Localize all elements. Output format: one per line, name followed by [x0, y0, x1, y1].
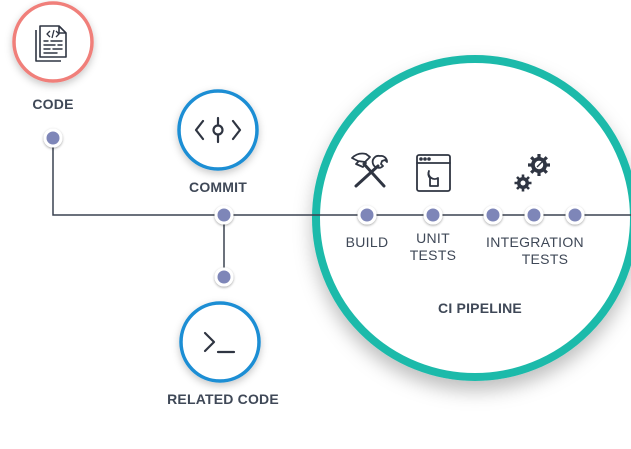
- integration-tests-label: INTEGRATION TESTS: [470, 234, 600, 268]
- commit-icon: [194, 116, 242, 144]
- code-node: [12, 1, 94, 83]
- build-label: BUILD: [345, 234, 389, 250]
- integration-tests-dot-3: [565, 205, 585, 225]
- related-code-dot: [214, 267, 234, 287]
- ci-pipeline-circle: [312, 55, 631, 381]
- integration-tests-label-line1: INTEGRATION: [486, 234, 584, 250]
- commit-dot: [214, 205, 234, 225]
- code-dot: [43, 128, 63, 148]
- integration-tests-dot-2: [524, 205, 544, 225]
- build-dot: [357, 205, 377, 225]
- commit-node: [177, 89, 259, 171]
- unit-tests-dot: [423, 205, 443, 225]
- terminal-icon: [203, 331, 236, 354]
- unit-tests-label-line1: UNIT: [416, 230, 450, 246]
- window-wrench-icon: [416, 154, 451, 192]
- code-document-icon: [35, 25, 67, 62]
- pipeline-dots: [43, 128, 585, 287]
- hammer-wrench-icon: [351, 152, 388, 188]
- gears-icon: [514, 154, 550, 192]
- unit-tests-label-line2: TESTS: [409, 247, 457, 263]
- ci-pipeline-title: CI PIPELINE: [438, 300, 522, 316]
- commit-label: COMMIT: [189, 179, 247, 195]
- related-code-label: RELATED CODE: [167, 391, 279, 407]
- integration-tests-label-line2: TESTS: [521, 251, 569, 267]
- code-label: CODE: [32, 96, 74, 112]
- integration-tests-dot-1: [483, 205, 503, 225]
- unit-tests-label: UNIT TESTS: [398, 230, 468, 264]
- related-code-node: [179, 301, 261, 383]
